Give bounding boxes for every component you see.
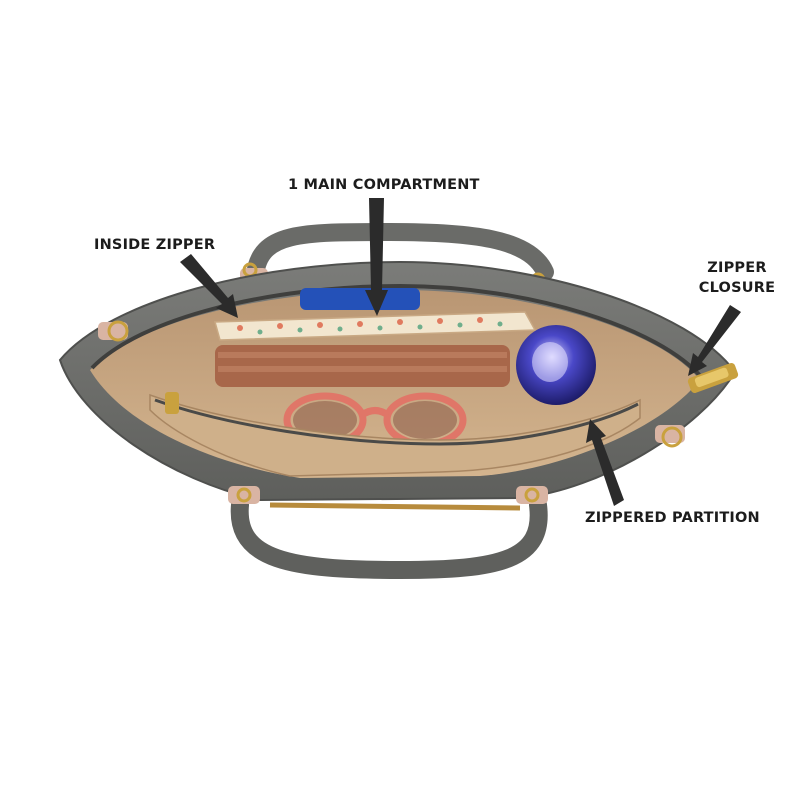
label-zippered-partition: ZIPPERED PARTITION bbox=[585, 510, 760, 526]
arrow-zippered-partition bbox=[586, 419, 624, 506]
top-zipper-track bbox=[90, 283, 704, 380]
label-inside-zipper: INSIDE ZIPPER bbox=[94, 237, 216, 253]
front-zipper bbox=[269, 502, 521, 511]
arrow-inside-zipper bbox=[180, 254, 238, 318]
patterned-pouch bbox=[214, 311, 537, 341]
wallet bbox=[215, 345, 510, 387]
zippered-partition bbox=[149, 392, 641, 477]
label-zipper-closure-line2: CLOSURE bbox=[698, 280, 776, 296]
label-zipper-closure: ZIPPER CLOSURE bbox=[692, 258, 782, 298]
phone bbox=[300, 288, 420, 310]
arrow-main-compartment bbox=[365, 198, 388, 316]
arrow-zipper-closure bbox=[688, 305, 741, 376]
water-bottle bbox=[516, 325, 596, 405]
zipper-pull bbox=[687, 363, 739, 393]
label-zipper-closure-line1: ZIPPER bbox=[707, 260, 767, 276]
side-rings bbox=[98, 320, 685, 448]
front-handle bbox=[228, 486, 548, 580]
annotation-arrows bbox=[180, 198, 741, 506]
label-main-compartment: 1 MAIN COMPARTMENT bbox=[288, 177, 480, 193]
